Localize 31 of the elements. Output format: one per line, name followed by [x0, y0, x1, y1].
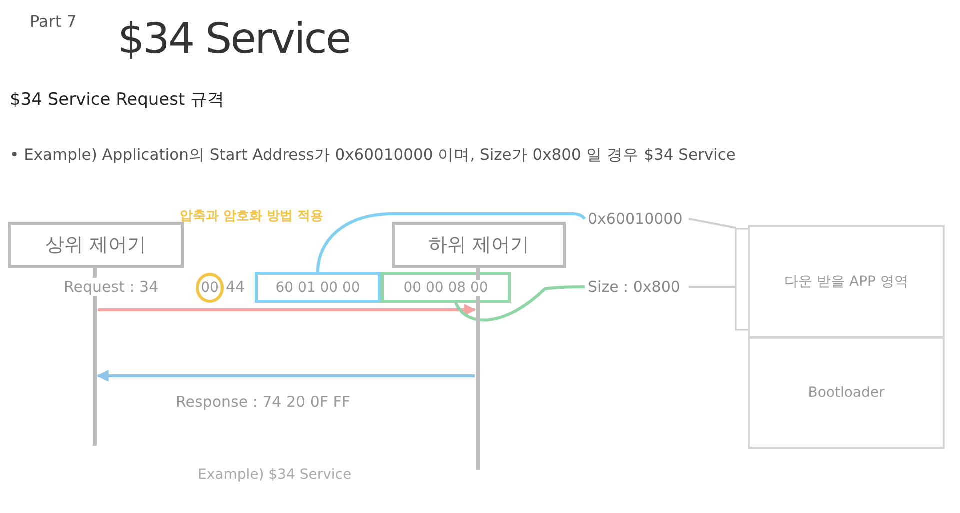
address-text: 0x60010000	[588, 206, 688, 232]
highlight-box	[255, 272, 381, 303]
node-label: 00	[201, 280, 219, 296]
message-arrow	[96, 370, 475, 382]
response-text: Response : 74 20 0F FF	[176, 393, 351, 411]
request-text: 44	[226, 278, 246, 296]
annotation-text: 압축과 암호화 방법 적용	[180, 208, 324, 225]
message-arrow	[98, 304, 476, 316]
connector-curve	[316, 212, 586, 272]
connector-curve	[454, 286, 585, 322]
section-heading: $34 Service Request 규격	[10, 89, 225, 111]
memory-region-box	[748, 337, 945, 449]
address-text: Size : 0x800	[588, 274, 688, 300]
request-text: Request : 34	[64, 278, 159, 296]
leader-line	[688, 218, 736, 229]
node-label: 60 01 00 00	[276, 280, 360, 296]
node-label: 하위 제어기	[428, 233, 530, 258]
highlight-box	[381, 272, 511, 303]
controller-box	[8, 222, 184, 268]
controller-box	[392, 222, 566, 268]
highlight-circle	[196, 273, 224, 303]
memory-region-box	[748, 225, 945, 338]
bullet-text: • Example) Application의 Start Address가 0x60010000 이며, Size가 0x800 일 경우 $34 Service	[10, 145, 736, 166]
page-title: $34 Service	[118, 14, 350, 63]
figure-caption: Example) $34 Service	[198, 467, 352, 483]
node-label: 00 00 08 00	[404, 280, 488, 296]
node-label: Bootloader	[808, 385, 885, 401]
node-label: 상위 제어기	[45, 233, 147, 258]
part-number: Part 7	[30, 12, 77, 31]
leader-line	[689, 286, 736, 288]
node-label: 다운 받을 APP 영역	[784, 272, 908, 290]
